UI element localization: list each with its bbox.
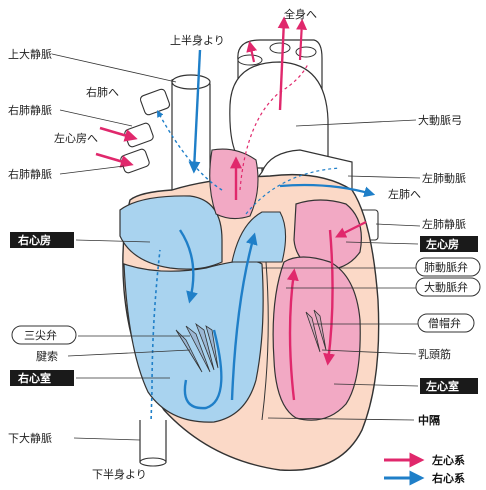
label-chordae: 腱索 xyxy=(36,349,58,363)
label-left-ventricle: 左心室 xyxy=(425,379,459,393)
label-lower-vena-cava: 下大静脈 xyxy=(8,431,52,445)
leader-lower-vena-cava xyxy=(74,438,140,440)
label-left-pulm-vein: 左肺静脈 xyxy=(422,217,466,231)
legend-right-system: 右心系 xyxy=(431,471,465,485)
leader-right-pulm-vein xyxy=(60,110,132,126)
ivc-opening xyxy=(140,458,166,466)
legend-left-system: 左心系 xyxy=(431,453,465,467)
label-upper-vena-cava: 上大静脈 xyxy=(8,47,52,61)
label-right-ventricle: 右心室 xyxy=(17,371,51,385)
legend: 左心系 右心系 xyxy=(384,453,465,485)
label-papillary: 乳頭筋 xyxy=(418,347,451,361)
aortic-branch-2 xyxy=(270,43,290,53)
label-to-right-lung: 右肺へ xyxy=(86,85,119,99)
label-upper-body-from: 上半身より xyxy=(170,33,225,47)
leader-left-pulm-artery xyxy=(348,176,420,178)
label-right-pulm-vein: 右肺静脈 xyxy=(8,103,52,117)
leader-left-pulm-vein xyxy=(376,224,420,226)
label-septum: 中隔 xyxy=(418,413,440,427)
leader-right-pulm-vein-2 xyxy=(60,166,124,174)
label-right-pulm-vein-2: 右肺静脈 xyxy=(8,167,52,181)
label-to-left-atrium: 左心房へ xyxy=(54,132,98,145)
aortic-branch-1 xyxy=(238,55,262,65)
label-left-pulm-artery: 左肺動脈 xyxy=(422,171,466,185)
inferior-vena-cava xyxy=(140,420,166,462)
label-right-atrium: 右心房 xyxy=(17,233,51,247)
label-aortic-valve: 大動脈弁 xyxy=(424,280,468,294)
leader-upper-vena-cava xyxy=(52,54,176,82)
label-mitral: 僧帽弁 xyxy=(428,316,461,330)
label-to-left-lung: 左肺へ xyxy=(388,188,421,201)
right-pulmonary-artery-stub xyxy=(139,88,170,116)
label-left-atrium: 左心房 xyxy=(425,237,459,251)
label-pulmonary-valve: 肺動脈弁 xyxy=(424,260,468,274)
aortic-branch-3 xyxy=(296,47,316,57)
label-lower-body-from: 下半身より xyxy=(92,467,147,481)
aorta-arch-body xyxy=(230,62,328,168)
label-tricuspid: 三尖弁 xyxy=(24,328,57,342)
svc-opening xyxy=(172,75,210,89)
label-to-whole-body: 全身へ xyxy=(284,7,317,21)
label-aortic-arch: 大動脈弓 xyxy=(418,113,462,127)
